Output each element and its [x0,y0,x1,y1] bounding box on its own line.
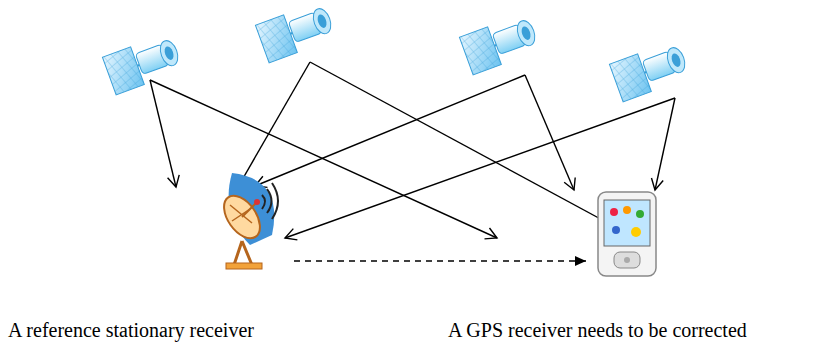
signal-line [655,98,675,190]
receiver-node: A GPS receiver needs to be corrected [588,190,668,280]
signal-line [150,80,176,187]
signal-line [255,75,525,186]
satellite [609,40,690,102]
receiver-node: A reference stationary receiver [212,165,292,273]
satellite [255,1,336,63]
phone-icon [588,190,668,280]
satellite [459,13,540,75]
receiver-caption: A GPS receiver needs to be corrected [448,318,747,342]
correction-link [294,260,586,262]
dish-antenna-icon [212,165,292,273]
signal-line [310,62,632,236]
satellite [102,33,183,95]
signal-line [150,80,497,238]
receiver-caption: A reference stationary receiver [8,318,254,342]
signal-line [525,75,574,190]
